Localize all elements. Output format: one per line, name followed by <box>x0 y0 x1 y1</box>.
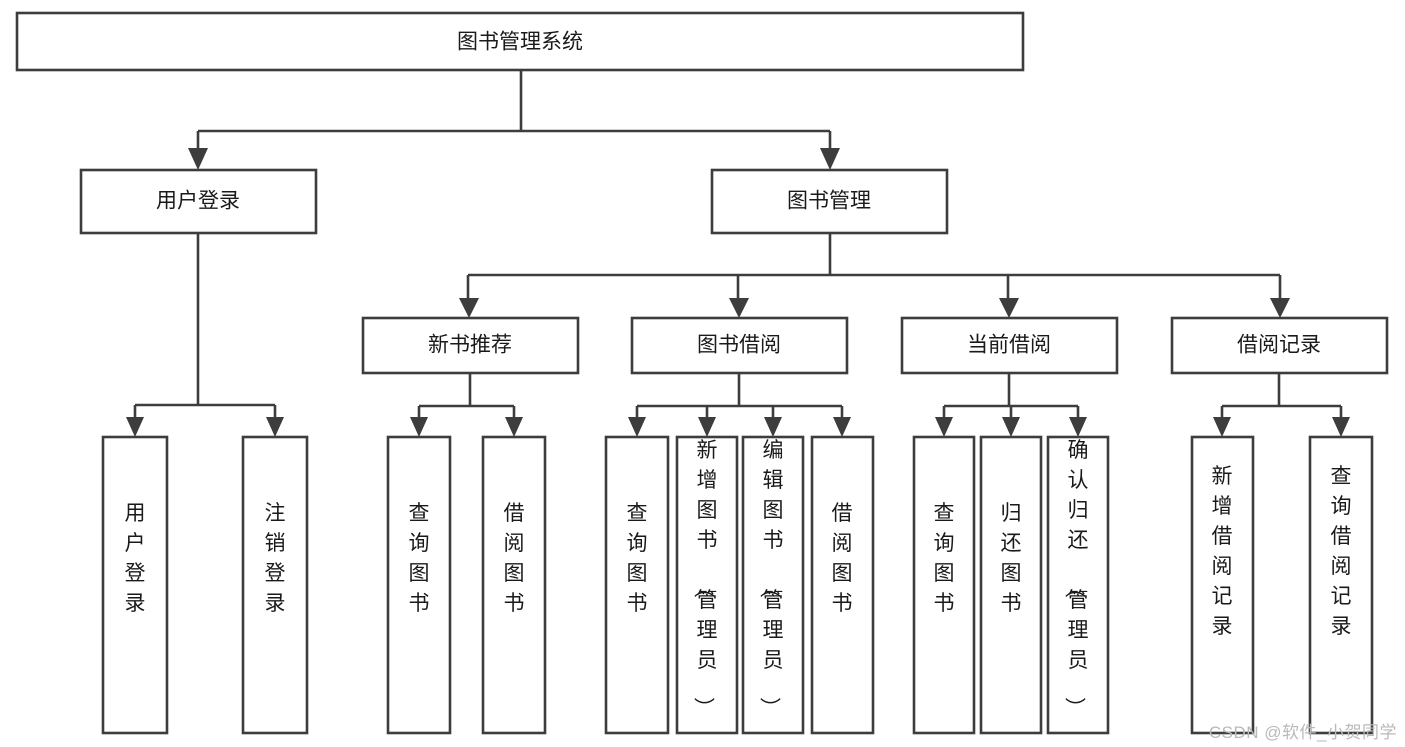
node-new-book-recommend-box[interactable] <box>361 316 580 375</box>
node-new-book-recommend[interactable]: 新书推荐 <box>361 316 580 375</box>
leaf-borrow-edit-box[interactable] <box>741 435 805 735</box>
leaf-user-login-box[interactable] <box>101 435 169 735</box>
leaf-node[interactable]: 注销登录 <box>241 435 309 735</box>
leaf-node[interactable]: 查询图书 <box>912 435 976 735</box>
arrowhead-current-leaf2 <box>1002 417 1020 437</box>
leaf-current-return-box[interactable] <box>979 435 1043 735</box>
leaf-record-query-box[interactable] <box>1308 435 1374 735</box>
leaf-node[interactable]: 查询图书 <box>604 435 670 735</box>
node-new-book-recommend-label: 新书推荐 <box>428 334 512 357</box>
leaf-node[interactable]: 新增图书（管理员） <box>675 435 739 735</box>
leaf-node[interactable]: 借阅图书 <box>481 435 547 735</box>
node-book-management[interactable]: 图书管理 <box>710 168 949 235</box>
arrowhead-to-userlogin <box>188 148 208 170</box>
leaf-record-add-label: 新增借阅记录 <box>1212 465 1233 638</box>
arrowhead-borrow-leaf4 <box>833 417 851 437</box>
node-current-borrow-label: 当前借阅 <box>967 334 1051 357</box>
node-borrow-record-label: 借阅记录 <box>1237 334 1321 357</box>
arrowhead-newbook-leaf1 <box>410 417 428 437</box>
leaf-current-confirm-box[interactable] <box>1046 435 1110 735</box>
node-borrow-record-box[interactable] <box>1170 316 1389 375</box>
leaf-node[interactable]: 用户登录 <box>101 435 169 735</box>
leaf-borrow-query-label: 查询图书 <box>627 502 648 615</box>
leaf-current-confirm-label: 确认归还（管理员） <box>1063 439 1089 718</box>
leaf-user-login-label: 用户登录 <box>125 502 146 615</box>
arrowhead-record-leaf2 <box>1332 417 1350 437</box>
leaf-node[interactable]: 借阅图书 <box>810 435 875 735</box>
node-current-borrow[interactable]: 当前借阅 <box>900 316 1119 375</box>
node-current-borrow-box[interactable] <box>900 316 1119 375</box>
leaf-node[interactable]: 查询借阅记录 <box>1308 435 1374 735</box>
node-book-management-box[interactable] <box>710 168 949 235</box>
leaf-borrow-add-box[interactable] <box>675 435 739 735</box>
leaf-borrow-borrow-label: 借阅图书 <box>832 502 853 615</box>
arrowhead-to-newbook <box>459 298 479 318</box>
leaf-borrow-edit-label: 编辑图书（管理员） <box>758 439 784 718</box>
leaf-node[interactable]: 归还图书 <box>979 435 1043 735</box>
arrowhead-group <box>126 148 1350 437</box>
arrowhead-borrow-leaf1 <box>628 417 646 437</box>
node-book-borrow-box[interactable] <box>630 316 849 375</box>
leaf-node[interactable]: 查询图书 <box>386 435 452 735</box>
node-book-management-label: 图书管理 <box>787 190 871 213</box>
node-root-label: 图书管理系统 <box>457 31 583 54</box>
leaf-node[interactable]: 编辑图书（管理员） <box>741 435 805 735</box>
leaf-node[interactable]: 新增借阅记录 <box>1190 435 1255 735</box>
node-user-login[interactable]: 用户登录 <box>79 168 318 235</box>
arrowhead-to-current <box>999 298 1019 318</box>
node-user-login-label: 用户登录 <box>156 190 240 213</box>
arrowhead-record-leaf1 <box>1213 417 1231 437</box>
leaf-current-return-label: 归还图书 <box>1001 502 1022 615</box>
arrowhead-userlogin-leaf1 <box>126 417 144 437</box>
leaf-user-logout-box[interactable] <box>241 435 309 735</box>
leaf-current-query-box[interactable] <box>912 435 976 735</box>
arrowhead-borrow-leaf2 <box>698 417 716 437</box>
arrowhead-current-leaf1 <box>935 417 953 437</box>
leaf-record-add-box[interactable] <box>1190 435 1255 735</box>
leaf-borrow-add-label: 新增图书（管理员） <box>692 439 718 718</box>
node-borrow-record[interactable]: 借阅记录 <box>1170 316 1389 375</box>
arrowhead-to-record <box>1270 298 1290 318</box>
arrowhead-userlogin-leaf2 <box>266 417 284 437</box>
node-root[interactable]: 图书管理系统 <box>15 11 1025 72</box>
leaf-newbook-query-label: 查询图书 <box>409 502 430 615</box>
leaf-newbook-borrow-box[interactable] <box>481 435 547 735</box>
leaf-user-logout-label: 注销登录 <box>265 502 286 615</box>
node-user-login-box[interactable] <box>79 168 318 235</box>
leaf-borrow-query-box[interactable] <box>604 435 670 735</box>
leaf-newbook-query-box[interactable] <box>386 435 452 735</box>
arrowhead-current-leaf3 <box>1069 417 1087 437</box>
arrowhead-to-bookmgmt <box>820 148 840 170</box>
node-root-box[interactable] <box>15 11 1025 72</box>
arrowhead-borrow-leaf3 <box>764 417 782 437</box>
node-book-borrow[interactable]: 图书借阅 <box>630 316 849 375</box>
leaf-newbook-borrow-label: 借阅图书 <box>504 502 525 615</box>
leaf-borrow-borrow-box[interactable] <box>810 435 875 735</box>
arrowhead-newbook-leaf2 <box>505 417 523 437</box>
arrowhead-to-borrow <box>729 298 749 318</box>
leaf-node[interactable]: 确认归还（管理员） <box>1046 435 1110 735</box>
node-book-borrow-label: 图书借阅 <box>697 334 781 357</box>
leaf-record-query-label: 查询借阅记录 <box>1331 465 1352 638</box>
leaf-current-query-label: 查询图书 <box>934 502 955 615</box>
